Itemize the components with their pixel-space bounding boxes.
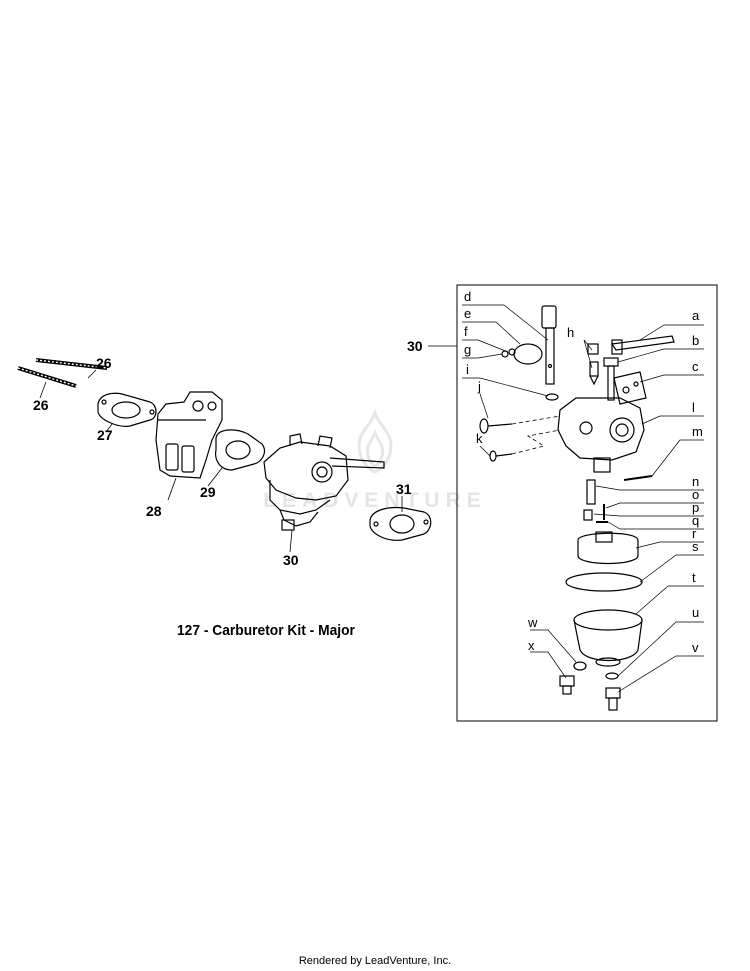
- stud-26-lower: [17, 366, 77, 388]
- assembly-line-j: [511, 415, 561, 425]
- leadventure-flame-icon: [357, 408, 393, 474]
- leader-26b: [39, 381, 47, 399]
- callout-26-lower: 26: [33, 397, 49, 413]
- gasket-27: [97, 392, 157, 427]
- part-c-gasket: [613, 371, 647, 405]
- part-r-float: [577, 531, 639, 565]
- leader-26a: [87, 369, 97, 379]
- part-b-choke-shaft: [603, 357, 619, 401]
- label-n: n: [692, 474, 699, 489]
- label-c: c: [692, 359, 699, 374]
- label-i: i: [466, 362, 469, 377]
- part-t-float-bowl: [573, 609, 643, 667]
- gasket-31: [369, 506, 432, 541]
- part-w-washer: [573, 661, 587, 671]
- label-e: e: [464, 306, 471, 321]
- callout-30: 30: [283, 552, 299, 568]
- label-f: f: [464, 324, 468, 339]
- insulator-28: [155, 391, 223, 479]
- watermark-text: LEADVENTURE: [263, 489, 487, 512]
- part-i-o-ring: [545, 393, 559, 401]
- gasket-29: [215, 429, 266, 471]
- leader-29: [207, 467, 223, 487]
- part-e-throttle-plate: [513, 343, 543, 365]
- leader-30: [289, 529, 293, 553]
- label-p: p: [692, 500, 699, 515]
- part-u-washer: [605, 672, 619, 680]
- part-d-throttle-shaft: [541, 305, 557, 385]
- callout-27: 27: [97, 427, 113, 443]
- label-q: q: [692, 513, 699, 528]
- footer-credit: Rendered by LeadVenture, Inc.: [298, 955, 452, 967]
- part-p-main-jet: [583, 509, 593, 521]
- diagram-title: 127 - Carburetor Kit - Major: [177, 622, 355, 639]
- label-b: b: [692, 333, 699, 348]
- leader-27: [105, 423, 113, 433]
- label-v: v: [692, 640, 699, 655]
- label-k: k: [476, 431, 483, 446]
- part-k-screw: [489, 450, 513, 462]
- part-n-emulsion-tube: [586, 479, 596, 505]
- part-v-drain-bolt: [605, 687, 621, 711]
- carburetor-30: [263, 433, 385, 531]
- label-l: l: [692, 400, 695, 415]
- leader-28: [167, 477, 177, 501]
- stud-26-upper: [35, 358, 108, 370]
- watermark: LEADVENTURE: [230, 408, 520, 513]
- callout-30-frame: 30: [407, 338, 423, 354]
- part-x-drain-screw: [559, 675, 575, 695]
- part-m-pin: [623, 475, 653, 481]
- label-h: h: [567, 325, 574, 340]
- label-m: m: [692, 424, 703, 439]
- part-h-pilot-jet: [587, 343, 599, 386]
- assembly-line-k: [511, 429, 561, 455]
- label-g: g: [464, 342, 471, 357]
- label-u: u: [692, 605, 699, 620]
- part-s-bowl-gasket: [565, 572, 643, 592]
- label-s: s: [692, 539, 699, 554]
- label-r: r: [692, 526, 697, 541]
- callout-31: 31: [396, 481, 412, 497]
- label-o: o: [692, 487, 699, 502]
- leader-lines-right: [462, 304, 704, 693]
- label-a: a: [692, 308, 700, 323]
- label-j: j: [477, 379, 481, 394]
- callout-28: 28: [146, 503, 162, 519]
- part-l-carburetor-body: [557, 397, 645, 473]
- part-j-screw: [479, 418, 513, 434]
- label-x: x: [528, 638, 535, 653]
- label-t: t: [692, 570, 696, 585]
- part-f-screw: [508, 348, 516, 356]
- callout-29: 29: [200, 484, 216, 500]
- label-d: d: [464, 289, 471, 304]
- callout-26-upper: 26: [96, 355, 112, 371]
- part-a-choke-lever: [610, 335, 675, 355]
- label-w: w: [527, 615, 538, 630]
- exploded-view-frame: [456, 284, 718, 722]
